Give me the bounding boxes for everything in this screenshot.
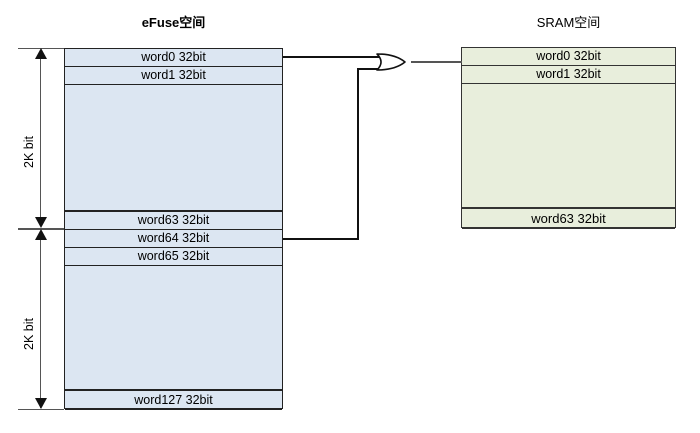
sram-space-title: SRAM空间	[536, 15, 601, 30]
efuse-space-title: eFuse空间	[141, 15, 206, 30]
or-gate-icon	[376, 53, 406, 71]
dim-arrowhead-up-2	[35, 229, 47, 240]
wire-word64-vertical	[357, 68, 359, 239]
dim-line-1	[40, 50, 41, 226]
efuse-row-word0: word0 32bit	[65, 49, 282, 67]
dim-arrowhead-down-2	[35, 398, 47, 409]
dim-line-2	[40, 231, 41, 408]
wire-word64-to-or-gate	[357, 68, 379, 70]
sram-row-word1: word1 32bit	[462, 66, 675, 84]
wire-or-gate-to-sram	[411, 61, 462, 63]
wire-word64-horizontal	[283, 238, 359, 240]
efuse-row-word1: word1 32bit	[65, 67, 282, 85]
efuse-row-word63: word63 32bit	[65, 211, 282, 230]
dim-cap-bottom-2	[18, 409, 64, 410]
dim-arrowhead-up-1	[35, 48, 47, 59]
efuse-memory-block: word0 32bit word1 32bit word63 32bit wor…	[64, 48, 283, 410]
sram-row-word0: word0 32bit	[462, 48, 675, 66]
efuse-row-gap-upper	[65, 85, 282, 211]
dim-cap-bottom-1	[18, 228, 64, 229]
efuse-row-word65: word65 32bit	[65, 248, 282, 266]
dim-arrowhead-down-1	[35, 217, 47, 228]
sram-row-word63: word63 32bit	[462, 208, 675, 229]
dim-label-upper: 2K bit	[22, 136, 36, 168]
sram-row-gap	[462, 84, 675, 208]
sram-memory-block: word0 32bit word1 32bit word63 32bit	[461, 47, 676, 229]
efuse-row-word64: word64 32bit	[65, 230, 282, 248]
dim-label-lower: 2K bit	[22, 318, 36, 350]
efuse-row-word127: word127 32bit	[65, 390, 282, 410]
efuse-row-gap-lower	[65, 266, 282, 390]
wire-word0-to-or-gate	[283, 56, 379, 58]
